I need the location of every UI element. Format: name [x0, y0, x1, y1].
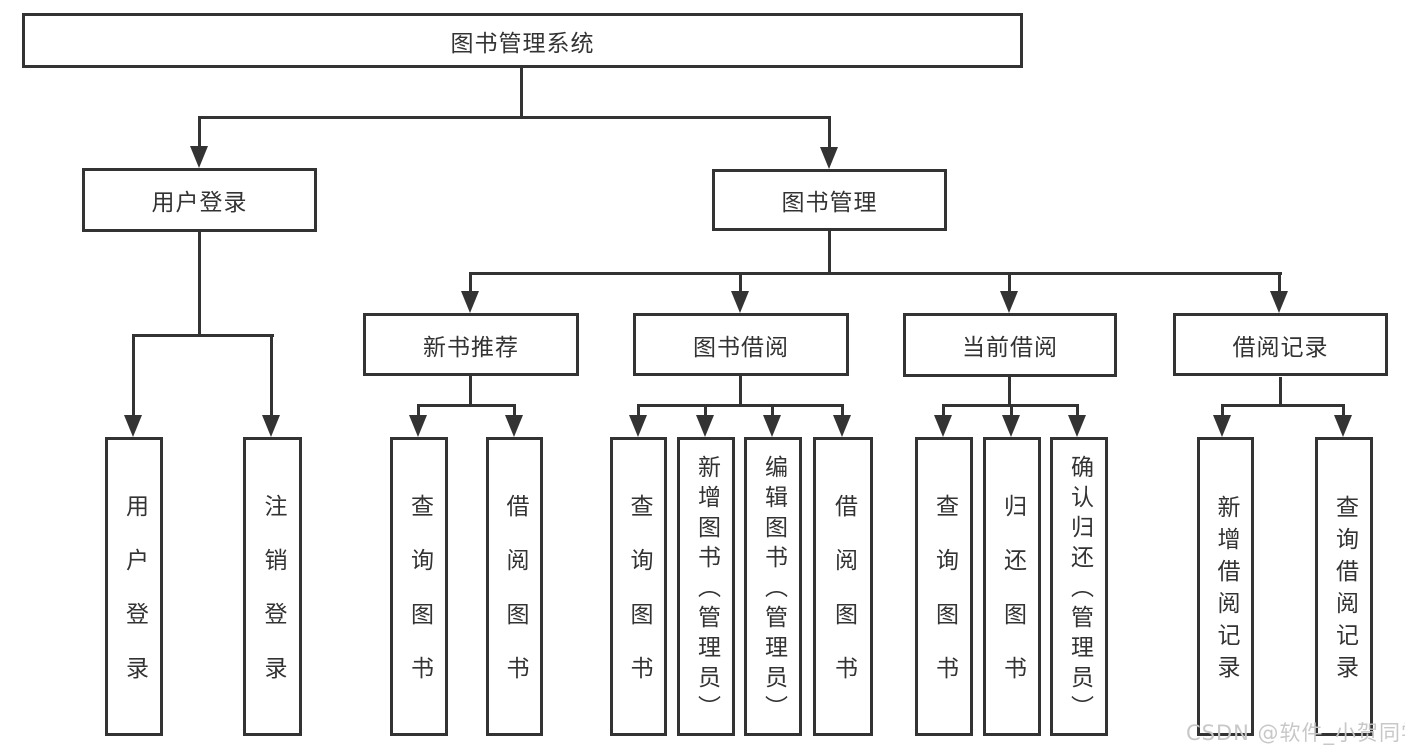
connector-line — [270, 336, 273, 417]
leaf-logout: 注销登录 — [243, 437, 302, 736]
csdn-watermark: CSDN @软件_小贺同学 — [1186, 721, 1405, 745]
leaf-label: 编辑图书（管理员） — [760, 455, 787, 725]
leaf-add-borrow-record: 新增借阅记录 — [1197, 437, 1254, 736]
arrowhead-icon — [409, 415, 427, 437]
connector-line — [1221, 406, 1224, 417]
connector-line — [469, 376, 472, 406]
leaf-query-borrow-record: 查询借阅记录 — [1315, 437, 1373, 736]
connector-line — [469, 272, 1282, 275]
leaf-label: 借阅图书 — [502, 494, 528, 710]
leaf-user-login: 用户登录 — [105, 437, 163, 736]
arrowhead-icon — [124, 415, 142, 437]
leaf-label: 用户登录 — [121, 494, 148, 710]
connector-line — [1279, 377, 1282, 406]
arrowhead-icon — [1334, 415, 1352, 437]
connector-line — [841, 406, 844, 417]
leaf-edit-book-admin: 编辑图书（管理员） — [744, 437, 802, 736]
connector-line — [637, 406, 640, 417]
connector-line — [739, 376, 742, 406]
leaf-label: 归还图书 — [999, 494, 1026, 710]
leaf-label: 借阅图书 — [830, 494, 857, 710]
leaf-add-book-admin: 新增图书（管理员） — [677, 437, 735, 736]
arrowhead-icon — [731, 291, 749, 313]
connector-line — [1010, 406, 1013, 417]
connector-line — [942, 404, 1079, 407]
arrowhead-icon — [505, 415, 523, 437]
node-borrow-records: 借阅记录 — [1173, 313, 1388, 376]
connector-line — [520, 68, 523, 118]
leaf-label: 查询借阅记录 — [1331, 495, 1358, 687]
connector-line — [1076, 406, 1079, 417]
leaf-label: 查询图书 — [626, 494, 652, 710]
connector-line — [132, 334, 274, 337]
leaf-label: 确认归还（管理员） — [1066, 455, 1093, 725]
arrowhead-icon — [763, 415, 781, 437]
arrowhead-icon — [934, 415, 952, 437]
connector-line — [637, 404, 844, 407]
connector-line — [1221, 404, 1345, 407]
connector-line — [828, 118, 831, 148]
leaf-borrow-book: 借阅图书 — [813, 437, 873, 736]
connector-line — [417, 404, 516, 407]
connector-line — [704, 406, 707, 417]
connector-line — [942, 406, 945, 417]
arrowhead-icon — [461, 291, 479, 313]
node-new-book-recommend: 新书推荐 — [363, 313, 579, 376]
node-book-management: 图书管理 — [712, 169, 947, 231]
arrowhead-icon — [696, 415, 714, 437]
connector-line — [828, 231, 831, 274]
arrowhead-icon — [629, 415, 647, 437]
connector-line — [1342, 406, 1345, 417]
leaf-query-book-current: 查询图书 — [915, 437, 973, 736]
connector-line — [198, 118, 201, 148]
leaf-return-book: 归还图书 — [983, 437, 1041, 736]
leaf-label: 新增图书（管理员） — [693, 455, 720, 725]
arrowhead-icon — [1002, 415, 1020, 437]
node-user-login: 用户登录 — [82, 168, 317, 232]
node-current-borrow: 当前借阅 — [903, 313, 1117, 377]
connector-line — [1008, 274, 1011, 292]
arrowhead-icon — [1213, 415, 1231, 437]
node-root-library-system: 图书管理系统 — [22, 13, 1023, 68]
arrowhead-icon — [1068, 415, 1086, 437]
leaf-query-book-recommend: 查询图书 — [390, 437, 448, 736]
arrowhead-icon — [262, 415, 280, 437]
leaf-label: 注销登录 — [260, 494, 286, 710]
connector-line — [417, 406, 420, 417]
node-book-borrow: 图书借阅 — [633, 313, 849, 376]
arrowhead-icon — [833, 415, 851, 437]
connector-line — [198, 232, 201, 336]
leaf-label: 新增借阅记录 — [1213, 495, 1239, 687]
leaf-borrow-book-recommend: 借阅图书 — [486, 437, 543, 736]
connector-line — [132, 336, 135, 417]
leaf-label: 查询图书 — [406, 494, 433, 710]
connector-line — [1278, 274, 1281, 292]
leaf-query-book-borrow: 查询图书 — [610, 437, 667, 736]
connector-line — [1008, 377, 1011, 406]
leaf-confirm-return-admin: 确认归还（管理员） — [1050, 437, 1108, 736]
connector-line — [198, 116, 831, 119]
arrowhead-icon — [1000, 291, 1018, 313]
connector-line — [739, 274, 742, 292]
connector-line — [469, 274, 472, 292]
arrowhead-icon — [820, 147, 838, 169]
leaf-label: 查询图书 — [931, 494, 958, 710]
connector-line — [513, 406, 516, 417]
connector-line — [771, 406, 774, 417]
arrowhead-icon — [190, 146, 208, 168]
arrowhead-icon — [1270, 291, 1288, 313]
